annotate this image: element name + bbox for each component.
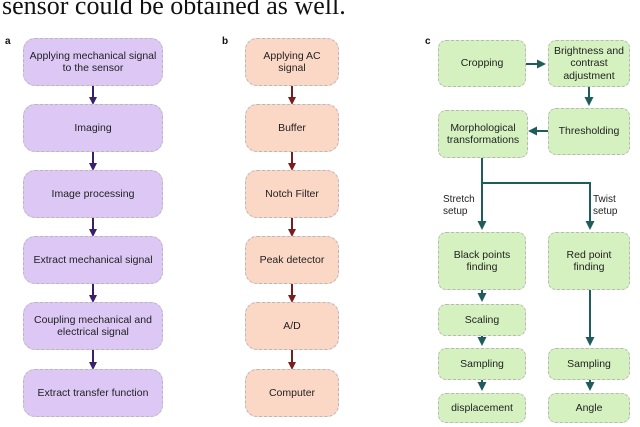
node-a-extract-transfer-function: Extract transfer function	[23, 369, 163, 417]
branch-label-twist: Twist setup	[593, 194, 618, 217]
node-b-computer: Computer	[245, 369, 339, 417]
node-a-applying-mechanical-signal: Applying mechanical signal to the sensor	[23, 38, 163, 86]
branch-label-stretch: Stretch setup	[443, 194, 475, 217]
node-c-brightness-contrast: Brightness and contrast adjustment	[548, 40, 630, 87]
node-b-peak-detector: Peak detector	[245, 236, 339, 284]
node-c-red-point-finding: Red point finding	[548, 232, 630, 290]
node-a-extract-mechanical-signal: Extract mechanical signal	[23, 236, 163, 284]
node-c-displacement: displacement	[438, 393, 526, 423]
panel-a-label: a	[5, 36, 11, 47]
node-c-cropping: Cropping	[438, 40, 526, 87]
node-c-thresholding: Thresholding	[548, 108, 630, 155]
node-c-black-points-finding: Black points finding	[438, 232, 526, 290]
panel-c-label: c	[425, 36, 431, 47]
node-a-image-processing: Image processing	[23, 170, 163, 218]
node-b-applying-ac-signal: Applying AC signal	[245, 38, 339, 86]
arrow-c-branch-to-red	[482, 182, 595, 230]
node-c-sampling-right: Sampling	[548, 348, 630, 380]
node-c-morphological-transformations: Morphological transformations	[438, 110, 528, 158]
node-c-scaling: Scaling	[438, 304, 526, 336]
panel-b-label: b	[222, 36, 229, 47]
panel-c-arrows	[477, 59, 595, 391]
node-b-ad: A/D	[245, 302, 339, 350]
node-a-imaging: Imaging	[23, 104, 163, 152]
node-c-angle: Angle	[548, 393, 630, 423]
node-b-notch-filter: Notch Filter	[245, 170, 339, 218]
node-b-buffer: Buffer	[245, 104, 339, 152]
caption-text: sensor could be obtained as well.	[2, 0, 346, 20]
node-a-coupling-signals: Coupling mechanical and electrical signa…	[23, 302, 163, 350]
node-c-sampling-left: Sampling	[438, 348, 526, 380]
